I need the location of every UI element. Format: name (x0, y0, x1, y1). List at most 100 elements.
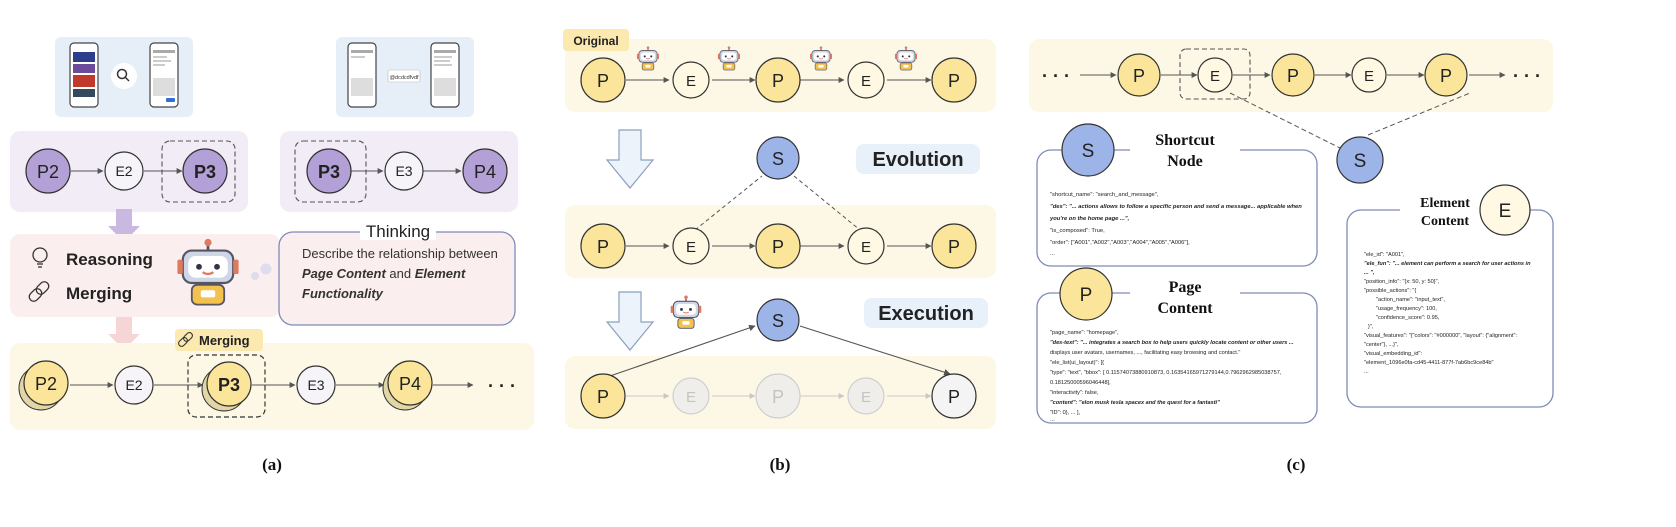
code-line: "visual_embedding_id": (1364, 351, 1423, 357)
highlight-box (187, 354, 266, 418)
node-p: P (948, 71, 960, 91)
original-tag: Original (573, 34, 618, 48)
reasoning-label: Reasoning (66, 250, 153, 269)
thought-bubble-dot (251, 272, 259, 280)
robot-icon (669, 294, 703, 330)
thinking-line-1: Describe the relationship between (302, 246, 498, 261)
ellipsis-left: · · · (1042, 66, 1070, 86)
code-line: you're on the home page ...", (1049, 216, 1130, 222)
node-e2: E2 (125, 377, 142, 393)
page-card-title-1: Page (1169, 279, 1202, 296)
code-line: "action_name": "input_text", (1376, 297, 1445, 303)
node-p2: P2 (35, 374, 57, 394)
node-e: E (1210, 68, 1220, 85)
code-line: ... (1050, 417, 1055, 423)
ellipsis-right: · · · (1513, 66, 1541, 86)
code-line: "confidence_score": 0.95, (1376, 315, 1440, 321)
element-card-title-2: Content (1421, 214, 1470, 229)
code-line: "order": ["A001","A002","A003","A004","A… (1050, 240, 1190, 246)
node-p4: P4 (399, 374, 421, 394)
shortcut-node: S (1354, 151, 1367, 172)
code-line: "visual_features": "{"colors": "#000000"… (1364, 333, 1518, 339)
evolution-label-bg (856, 144, 980, 174)
code-line: "des": "... actions allows to follow a s… (1050, 204, 1302, 210)
node-p: P (772, 71, 784, 91)
phone-screenshot-icon (347, 42, 377, 108)
reasoning-band (10, 234, 280, 317)
code-line: "ele_fun": "... element can perform a se… (1364, 261, 1531, 267)
node-e: E (686, 239, 696, 256)
search-icon-bubble (111, 63, 137, 89)
code-line: 0.18125000596046448], (1050, 380, 1111, 386)
code-line: "center"}, ...}", (1364, 342, 1399, 348)
down-arrow-icon (108, 317, 140, 350)
phone-screenshot-keyboard-icon (149, 42, 179, 108)
code-line: "shortcut_name": "search_and_message", (1050, 192, 1159, 198)
thinking-line-3: Functionality (302, 286, 384, 301)
thinking-page-content: Page Content (302, 266, 386, 281)
code-line: "element_1096e0fa-cd45-4411-877f-7ab6bc9… (1364, 360, 1494, 366)
node-p: P (772, 237, 784, 257)
code-line: "is_composed": True, (1050, 228, 1105, 234)
node-p: P (948, 237, 960, 257)
code-line: ... ", (1364, 270, 1375, 276)
node-e: E (1364, 68, 1374, 85)
highlight-box (161, 140, 236, 203)
node-p: P (1133, 66, 1145, 86)
merged-graph-band (10, 343, 534, 430)
code-line: "position_info": "{x: 50, y: 50}", (1364, 279, 1440, 285)
node-p: P (948, 387, 960, 407)
node-p4: P4 (474, 162, 496, 182)
node-p3: P3 (218, 375, 240, 395)
execution-label-bg (864, 298, 988, 328)
search-icon (116, 68, 130, 82)
code-line: "des-text": "... integrates a search box… (1050, 340, 1294, 346)
node-p: P (597, 71, 609, 91)
merging-tag-bg (175, 329, 263, 351)
link-icon (28, 281, 50, 302)
ellipsis: · · · (488, 376, 516, 396)
down-arrow-icon (605, 291, 655, 351)
node-p: P (597, 237, 609, 257)
shortcut-node: S (772, 149, 784, 169)
node-e: E (686, 73, 696, 90)
page-card-node: P (1080, 285, 1093, 306)
caption-b: (b) (770, 455, 791, 474)
lightbulb-icon (32, 247, 48, 268)
node-p2: P2 (37, 162, 59, 182)
shortcut-node: S (772, 311, 784, 331)
highlight-box (1179, 48, 1251, 100)
node-e-faded: E (686, 389, 696, 406)
code-line: }", (1368, 324, 1374, 330)
thinking-title: Thinking (366, 222, 430, 241)
code-line: "page_name": "homepage", (1050, 330, 1119, 336)
element-card-node: E (1499, 201, 1512, 222)
phone-screenshot-left-icon (69, 42, 99, 108)
node-p3: P3 (194, 162, 216, 182)
node-p-faded: P (772, 387, 784, 407)
caption-c: (c) (1287, 455, 1306, 474)
code-line: ... (1050, 251, 1055, 257)
node-e2: E2 (115, 163, 132, 179)
thought-bubble-dot (260, 263, 272, 275)
panel-a: @dcdcdfvdf P2 E2 P3 P3 E3 P4 (10, 37, 534, 474)
node-p: P (1440, 66, 1452, 86)
code-line: "usage_frequency": 100, (1376, 306, 1437, 312)
code-line: "possible_actions": "{ (1364, 288, 1416, 294)
code-line: "interactivity": false, (1050, 390, 1099, 396)
merging-tag: Merging (199, 333, 250, 348)
link-icon (178, 332, 193, 347)
node-p3: P3 (318, 162, 340, 182)
merging-label: Merging (66, 284, 132, 303)
code-line: "type": "text", "bbox": [ 0.115740738809… (1050, 370, 1282, 376)
node-p: P (597, 387, 609, 407)
execution-label: Execution (878, 303, 974, 325)
panel-c: · · · P E P E P · · · S S Shortcut Node … (1029, 39, 1554, 474)
down-arrow-icon (108, 209, 140, 242)
phone-screenshot-result-icon (430, 42, 460, 108)
code-line: ... (1364, 369, 1369, 375)
code-line: "content": "elon musk tesla spacex and t… (1050, 400, 1220, 406)
search-text: @dcdcdfvdf (389, 75, 419, 81)
node-e: E (861, 73, 871, 90)
